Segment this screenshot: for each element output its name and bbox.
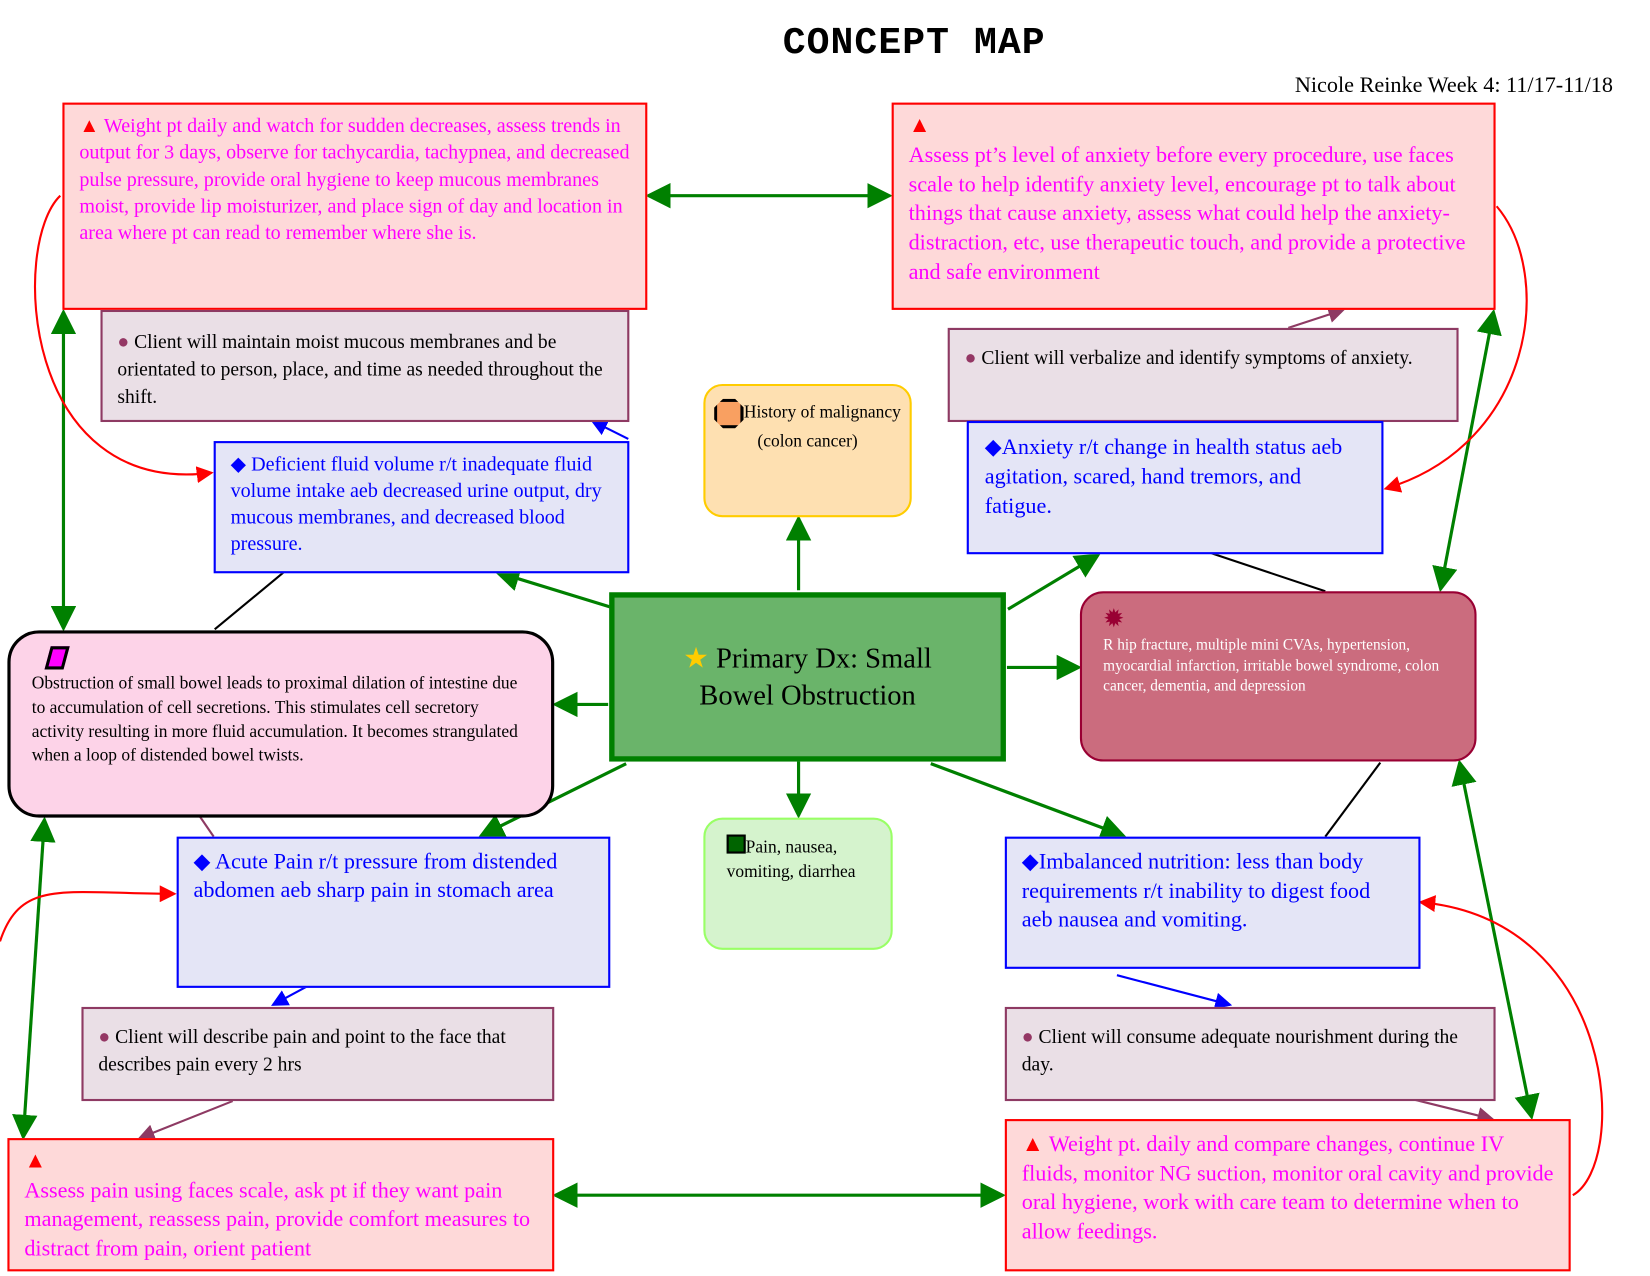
symptoms-node: Pain, nausea, vomiting, diarrhea — [703, 817, 893, 950]
triangle-icon: ▲ — [79, 115, 104, 138]
intervention-nutrition: ▲ Weight pt. daily and compare changes, … — [1004, 1119, 1571, 1272]
goal-pain: ● Client will describe pain and point to… — [81, 1006, 555, 1102]
author-line: Nicole Reinke Week 4: 11/17-11/18 — [1294, 71, 1613, 98]
burst-icon: ✹ — [1103, 606, 1125, 634]
intervention-fluid: ▲ Weight pt daily and watch for sudden d… — [62, 102, 648, 310]
arrow-interv2-pmh — [1432, 308, 1502, 593]
octagon-icon — [714, 398, 744, 429]
diagnosis-fluid: ◆ Deficient fluid volume r/t inadequate … — [213, 441, 630, 574]
triangle-icon: ▲ — [24, 1147, 47, 1173]
curve-to-pain — [0, 885, 177, 942]
diagnosis-pain: ◆ Acute Pain r/t pressure from distended… — [176, 836, 611, 988]
primary-diagnosis-node: ★ Primary Dx: Small Bowel Obstruction — [609, 592, 1006, 762]
square-icon — [726, 834, 746, 854]
arrow-to-pain — [478, 762, 627, 838]
arrow-to-anxiety — [1007, 553, 1101, 611]
dot-icon: ● — [98, 1027, 116, 1049]
triangle-icon: ▲ — [908, 112, 931, 138]
parallelogram-icon — [44, 646, 70, 670]
diagnosis-nutrition: ◆Imbalanced nutrition: less than body re… — [1004, 836, 1421, 969]
dot-icon: ● — [964, 347, 982, 370]
triangle-icon: ▲ — [1021, 1130, 1049, 1157]
goal-anxiety: ● Client will verbalize and identify sym… — [947, 327, 1459, 423]
dot-icon: ● — [1021, 1027, 1039, 1049]
curve-interv2-anxiety — [1383, 205, 1528, 493]
diamond-icon: ◆ — [230, 453, 252, 476]
curve-interv4-nutrition — [1418, 895, 1604, 1197]
goal-fluid: ● Client will maintain moist mucous memb… — [100, 309, 630, 423]
arrow-patho-interv3 — [12, 816, 56, 1141]
arrow-pmh-interv4 — [1451, 759, 1540, 1121]
page-title: CONCEPT MAP — [782, 21, 1046, 65]
diamond-icon: ◆ — [193, 848, 215, 874]
intervention-anxiety: ▲Assess pt’s level of anxiety before eve… — [891, 102, 1496, 310]
dot-icon: ● — [117, 332, 135, 354]
pathophysiology-node: Obstruction of small bowel leads to prox… — [7, 630, 555, 818]
goal-nutrition: ● Client will consume adequate nourishme… — [1004, 1006, 1496, 1102]
medical-history-node: ✹R hip fracture, multiple mini CVAs, hyp… — [1079, 591, 1477, 762]
curve-interv1-fluid — [33, 194, 214, 484]
diamond-icon: ◆ — [1021, 848, 1039, 874]
diamond-icon: ◆ — [984, 433, 1002, 460]
arrow-to-fluid — [494, 566, 622, 612]
intervention-pain: ▲Assess pain using faces scale, ask pt i… — [7, 1138, 555, 1272]
star-icon: ★ — [683, 642, 717, 674]
diagnosis-anxiety: ◆Anxiety r/t change in health status aeb… — [966, 420, 1384, 555]
arrow-to-nutrition — [930, 762, 1127, 840]
history-node: History of malignancy (colon cancer) — [703, 383, 912, 518]
